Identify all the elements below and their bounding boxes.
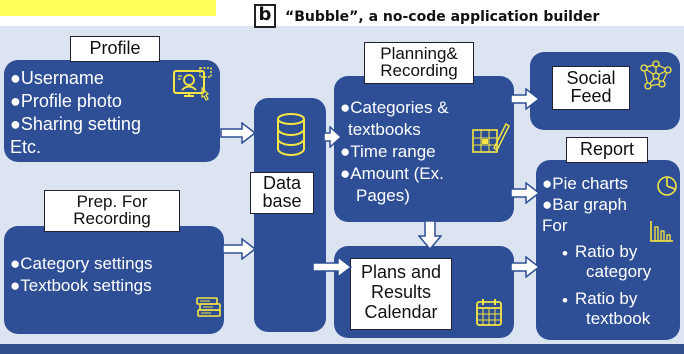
database-label: Data base (250, 172, 314, 214)
prep-title-line1: Prep. For (76, 192, 148, 211)
planning-title: Planning& Recording (364, 42, 474, 84)
report-item-for: For (542, 216, 568, 235)
profile-item-username: ●Username (10, 68, 104, 88)
bubble-logo: b (254, 4, 276, 28)
report-bullet-category: • (562, 244, 568, 263)
planning-item-textbooks: textbooks (348, 120, 421, 139)
highlight-bar (0, 0, 216, 16)
calendar-label-line1: Plans and (360, 262, 442, 282)
social-label: Social Feed (552, 66, 630, 110)
planning-title-line1: Planning& (380, 44, 458, 63)
report-sub-textbook: textbook (586, 309, 651, 328)
prep-title: Prep. For Recording (44, 190, 180, 232)
profile-item-photo: ●Profile photo (10, 91, 122, 111)
arrow-calendar-to-report (510, 256, 540, 278)
writing-chart-icon (472, 122, 510, 153)
report-bullet-textbook: • (562, 291, 568, 310)
prep-panel (4, 226, 224, 334)
report-sub-ratio-textbook: Ratio by (575, 289, 638, 308)
calendar-label-line3: Calendar (364, 302, 438, 323)
prep-item-textbook: ●Textbook settings (10, 276, 152, 295)
arrow-prep-to-database (222, 238, 256, 260)
calendar-label-line2: Results (370, 282, 432, 303)
report-item-pie: ●Pie charts (542, 174, 628, 193)
report-title: Report (566, 137, 648, 163)
planning-panel (334, 76, 514, 222)
report-panel (536, 160, 680, 340)
profile-item-etc: Etc. (10, 137, 42, 157)
calendar-label: Plans and Results Calendar (350, 258, 452, 330)
bar-chart-icon (650, 221, 673, 242)
arrow-planning-to-social (510, 88, 540, 110)
arrow-database-to-planning (324, 126, 342, 148)
social-label-line1: Social (566, 68, 616, 88)
database-panel (254, 98, 326, 332)
database-icon (277, 113, 305, 157)
prep-item-category: ●Category settings (10, 254, 153, 273)
pie-chart-icon (657, 176, 677, 196)
profile-item-sharing: ●Sharing setting (10, 114, 141, 134)
arrow-profile-to-database (220, 122, 256, 144)
planning-item-time: ●Time range (340, 142, 436, 161)
report-sub-category: category (586, 262, 652, 281)
report-item-bar: ●Bar graph (542, 195, 627, 214)
books-icon (196, 297, 221, 317)
social-label-line2: Feed (570, 86, 612, 107)
arrow-planning-to-report (510, 182, 540, 204)
bottom-bar (0, 344, 684, 354)
report-sub-ratio-category: Ratio by (575, 242, 638, 261)
network-icon (640, 60, 672, 90)
prep-title-line2: Recording (73, 209, 151, 229)
planning-item-pages: Pages) (356, 186, 410, 205)
database-label-line2: base (262, 191, 302, 212)
headline: “Bubble”, a no-code application builder (285, 9, 600, 25)
calendar-icon (476, 299, 502, 326)
planning-title-line2: Recording (380, 61, 458, 81)
planning-item-amount: ●Amount (Ex. (340, 164, 444, 183)
planning-item-categories: ●Categories & (340, 98, 449, 117)
database-label-line1: Data (262, 173, 302, 193)
profile-title: Profile (70, 36, 160, 62)
arrow-planning-to-calendar (418, 220, 442, 250)
arrow-database-to-calendar (312, 256, 352, 278)
profile-screen-icon (173, 67, 212, 101)
